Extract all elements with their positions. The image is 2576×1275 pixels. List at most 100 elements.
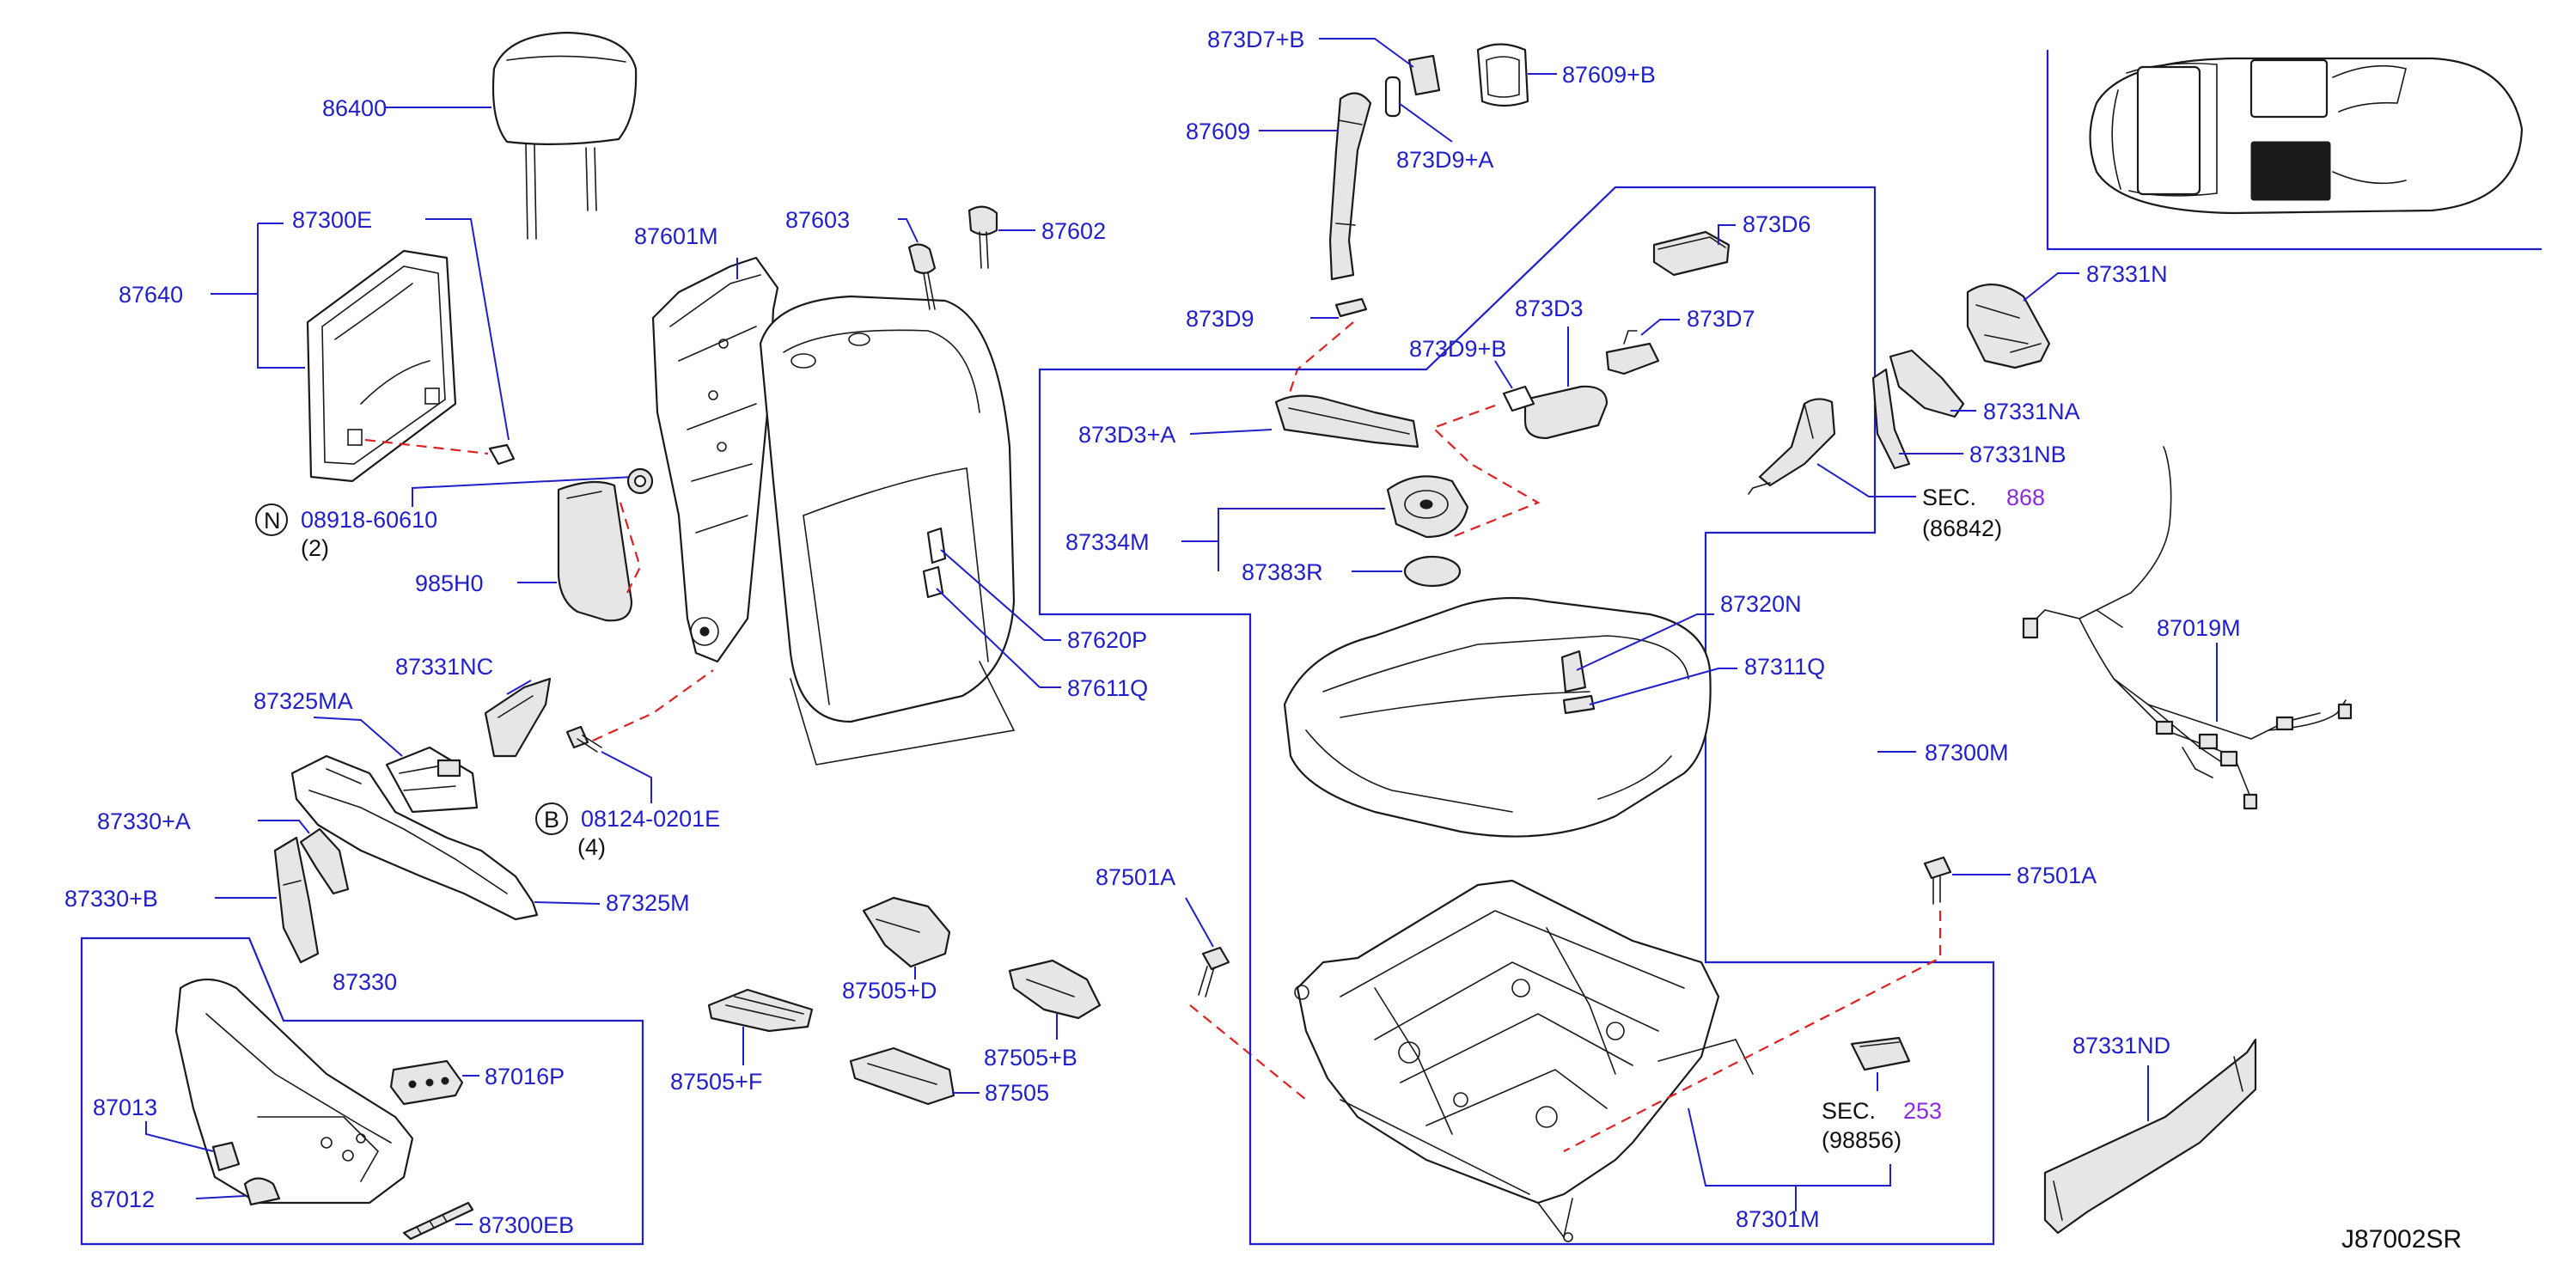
part-87505D-finisher — [862, 896, 951, 968]
part-87505-finisher — [849, 1046, 955, 1106]
part-87331ND-finisher — [2043, 1038, 2257, 1235]
label-87609B: 87609+B — [1562, 62, 1656, 88]
n-marker: N — [264, 508, 281, 534]
part-873D9B-ring — [1502, 385, 1535, 412]
part-87325M-side-finisher — [290, 754, 539, 921]
label-87019M: 87019M — [2157, 615, 2241, 641]
part-87505B-finisher — [1008, 959, 1102, 1020]
part-87603-guide — [907, 243, 937, 310]
frame-87300M-group — [1038, 186, 1995, 1246]
part-87331NA-cover — [1889, 349, 1965, 418]
part-87383R-disc — [1403, 555, 1462, 588]
part-87330-side-cover — [174, 979, 414, 1205]
part-87601M-seatback-frame — [651, 256, 779, 663]
label-87640: 87640 — [119, 282, 183, 308]
label-873D7B: 873D7+B — [1207, 27, 1304, 52]
label-08918-qty: (2) — [301, 535, 329, 561]
label-87016P: 87016P — [485, 1064, 565, 1089]
label-87334M: 87334M — [1065, 529, 1150, 555]
label-87331ND: 87331ND — [2072, 1033, 2170, 1058]
label-873D9: 873D9 — [1186, 306, 1254, 332]
part-87602-guide — [968, 205, 998, 269]
label-87331NC: 87331NC — [395, 654, 493, 680]
part-buckle-sec868 — [1748, 398, 1836, 495]
label-86400: 86400 — [322, 95, 387, 121]
part-87620P-seatback-cushion — [759, 295, 1016, 766]
part-87325MA-bracket — [385, 746, 479, 814]
vehicle-locator-inset — [2046, 50, 2542, 251]
label-873D9B: 873D9+B — [1409, 336, 1506, 362]
part-87609-belt-guide — [1328, 92, 1372, 281]
part-87330B-cover — [273, 836, 320, 964]
part-87640-back-board — [306, 249, 457, 483]
part-87331N-cover — [1966, 284, 2051, 369]
label-08124-qty: (4) — [577, 834, 606, 860]
part-873D3-duct — [1523, 385, 1608, 440]
label-87300E: 87300E — [292, 207, 372, 233]
part-87501A-bolt-left — [1198, 946, 1230, 997]
label-87505B: 87505+B — [984, 1045, 1077, 1071]
label-sec253-num: 253 — [1903, 1098, 1942, 1124]
part-87300E-clip — [488, 443, 516, 466]
part-873D9A-ring — [1384, 76, 1401, 118]
part-08124-bolt — [565, 725, 602, 753]
part-87019M-harness — [2022, 446, 2353, 810]
label-87300M: 87300M — [1925, 740, 2009, 766]
label-873D9A: 873D9+A — [1396, 147, 1493, 173]
label-87602: 87602 — [1041, 218, 1106, 244]
part-87331NC-cover — [484, 677, 552, 758]
label-87501A-2: 87501A — [2017, 863, 2097, 888]
selected-seat-marker — [2250, 141, 2331, 201]
b-marker-circle — [535, 802, 568, 835]
n-marker-circle — [255, 503, 288, 536]
b-marker: B — [544, 807, 559, 833]
label-87505F: 87505+F — [670, 1069, 762, 1095]
label-08918-60610: 08918-60610 — [301, 507, 437, 533]
label-87300EB: 87300EB — [479, 1212, 574, 1238]
label-87505D: 87505+D — [842, 978, 937, 1004]
label-87383R: 87383R — [1242, 559, 1323, 585]
label-87601M: 87601M — [634, 223, 718, 249]
label-87012: 87012 — [90, 1187, 155, 1212]
label-87301M: 87301M — [1736, 1206, 1820, 1232]
label-87620P: 87620P — [1067, 627, 1147, 653]
label-87501A-1: 87501A — [1096, 864, 1175, 890]
part-873D7B-clip — [1407, 54, 1441, 96]
part-87609B-cover — [1476, 43, 1529, 107]
label-87505: 87505 — [985, 1080, 1049, 1106]
label-87330: 87330 — [333, 969, 397, 995]
label-87330A: 87330+A — [97, 808, 191, 834]
part-86400-headrest — [491, 31, 638, 240]
label-87013: 87013 — [93, 1095, 157, 1120]
label-87320N: 87320N — [1720, 591, 1802, 617]
part-87012-knob — [243, 1177, 281, 1206]
label-86842: (86842) — [1922, 515, 2002, 541]
label-985H0: 985H0 — [415, 570, 484, 596]
label-sec868: SEC. — [1922, 485, 1976, 510]
label-87331NB: 87331NB — [1969, 442, 2066, 467]
frame-87330-group — [80, 936, 644, 1246]
part-87505F-finisher — [707, 988, 814, 1033]
part-873D6-module — [1652, 230, 1731, 277]
diagram-id: J87002SR — [2341, 1225, 2462, 1254]
label-87330B: 87330+B — [64, 886, 158, 912]
label-873D6: 873D6 — [1743, 211, 1811, 237]
label-87603: 87603 — [785, 207, 850, 233]
part-985H0-side-airbag — [557, 480, 633, 622]
part-873D9-ring — [1334, 297, 1368, 318]
label-873D7: 873D7 — [1687, 306, 1755, 332]
part-87501A-bolt-right — [1923, 856, 1952, 905]
part-87301M-seat-frame — [1294, 879, 1754, 1242]
part-87013-knob — [211, 1141, 241, 1172]
label-87325MA: 87325MA — [253, 688, 353, 714]
label-sec253: SEC. — [1822, 1098, 1876, 1124]
part-87320N-seat-cushion — [1283, 596, 1712, 838]
part-87334M-blower — [1386, 475, 1469, 539]
part-87016P-switch — [389, 1059, 464, 1106]
part-873D7-clip — [1605, 330, 1660, 375]
label-87611Q: 87611Q — [1067, 675, 1148, 701]
label-87609: 87609 — [1186, 119, 1250, 144]
label-873D3A: 873D3+A — [1078, 422, 1175, 448]
part-873D3A-duct — [1274, 394, 1419, 448]
